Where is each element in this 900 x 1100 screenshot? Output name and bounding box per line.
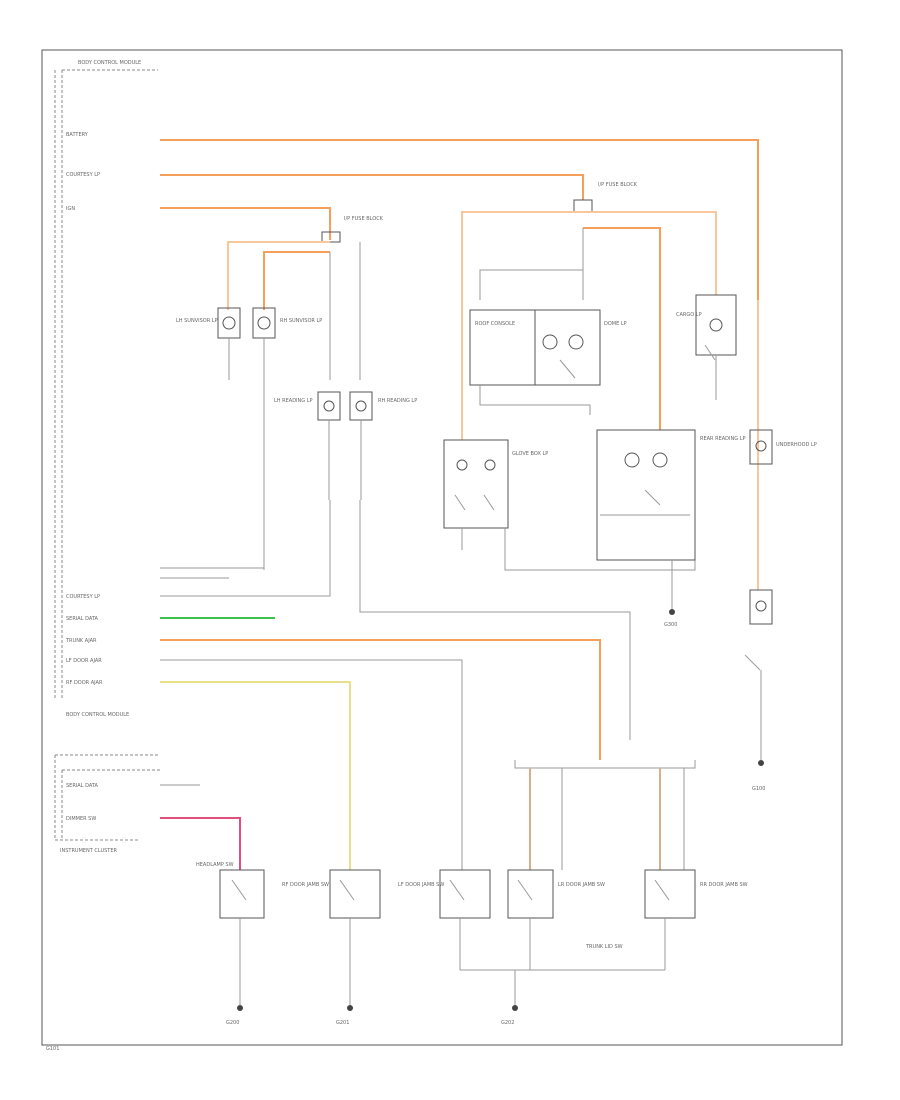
courtesy-distribution-wires (461, 211, 717, 440)
bcm-output-lines: COURTESY LP (66, 500, 631, 740)
dimmer-sw-label: DIMMER SW (66, 816, 96, 822)
ign-feed-wire: IGN (66, 206, 331, 240)
rh-sunvisor-lamp: RH SUNVISOR LP (252, 307, 322, 570)
headlamp-switch: G200 HEADLAMP SW (196, 862, 265, 1026)
rf-door-jamb-label: RF DOOR JAMB SW (282, 882, 329, 888)
bcm-header-label: BODY CONTROL MODULE (78, 60, 141, 66)
lh-reading-label: LH READING LP (274, 398, 313, 404)
serial-data-2-label: SERIAL DATA (66, 783, 99, 789)
cargo-lamp-label: CARGO LP (676, 312, 702, 318)
lh-reading-lamp: LH READING LP (274, 391, 341, 500)
rf-door-ajar-wire: RF DOOR AJAR (66, 680, 351, 870)
underhood-lamp: UNDERHOOD LP G100 (744, 429, 817, 792)
fuse-block-mid-label: I/P FUSE BLOCK (598, 182, 638, 188)
lf-door-jamb-label: LF DOOR JAMB SW (398, 882, 444, 888)
lr-door-jamb-label: LR DOOR JAMB SW (558, 882, 605, 888)
rr-door-jamb-switch: RR DOOR JAMB SW (644, 869, 748, 970)
underhood-label: UNDERHOOD LP (776, 442, 817, 448)
g300-label: G300 (664, 622, 677, 628)
serial-data-2-wire: SERIAL DATA (66, 783, 200, 789)
ign-label: IGN (66, 206, 75, 212)
battery-feed-wire: BATTERY (66, 132, 759, 590)
sunvisor-feed-wires (227, 241, 361, 380)
g200-label: G200 (226, 1020, 239, 1026)
rf-door-ajar-label: RF DOOR AJAR (66, 680, 103, 686)
rh-reading-lamp: RH READING LP (349, 391, 417, 500)
g201-label: G201 (336, 1020, 349, 1026)
g100-label: G100 (752, 786, 765, 792)
cargo-lamp: CARGO LP (676, 294, 737, 400)
glove-box-label: GLOVE BOX LP (512, 451, 548, 457)
glove-box-lamp: GLOVE BOX LP (443, 439, 696, 571)
courtesy-feed-wire: COURTESY LP (66, 172, 584, 200)
dimmer-wire: DIMMER SW (66, 816, 241, 870)
courtesy-lp-label: COURTESY LP (66, 172, 100, 178)
courtesy-lp-feed-label: COURTESY LP (66, 594, 100, 600)
fuse-block-top: I/P FUSE BLOCK (321, 216, 384, 243)
rh-sunvisor-label: RH SUNVISOR LP (280, 318, 322, 324)
rear-reading-label: REAR READING LP (700, 436, 746, 442)
corner-label: G101 (46, 1046, 59, 1052)
bottom-ground-bus: G202 TRUNK LID SW (460, 944, 665, 1026)
trunk-ajar-label: TRUNK AJAR (65, 638, 97, 644)
fuse-block-top-label: I/P FUSE BLOCK (344, 216, 384, 222)
trunk-lid-sw-label: TRUNK LID SW (585, 944, 623, 950)
rf-door-jamb-switch: G201 RF DOOR JAMB SW (282, 869, 381, 1026)
roof-console-label: ROOF CONSOLE (475, 321, 515, 327)
lf-door-jamb-switch: LF DOOR JAMB SW (398, 869, 491, 970)
diagram-border (41, 49, 843, 1046)
rear-reading-lamp: REAR READING LP (596, 429, 746, 610)
dome-lamp-label: DOME LP (604, 321, 627, 327)
g202-label: G202 (501, 1020, 514, 1026)
lf-door-ajar-label: LF DOOR AJAR (66, 658, 102, 664)
serial-data-label: SERIAL DATA (66, 616, 99, 622)
rr-door-jamb-label: RR DOOR JAMB SW (700, 882, 748, 888)
headlamp-sw-label: HEADLAMP SW (196, 862, 234, 868)
lr-door-jamb-switch: LR DOOR JAMB SW (507, 869, 605, 970)
lh-sunvisor-label: LH SUNVISOR LP (176, 318, 218, 324)
ground-g300: G300 (664, 609, 677, 628)
door-jamb-rail (514, 760, 696, 870)
lh-sunvisor-lamp: LH SUNVISOR LP (176, 307, 241, 380)
rh-reading-label: RH READING LP (378, 398, 417, 404)
bcm-note-label: BODY CONTROL MODULE (66, 712, 129, 718)
trunk-ajar-wire: TRUNK AJAR (65, 638, 601, 760)
body-control-module-boundary: BODY CONTROL MODULE (54, 60, 160, 841)
instrument-cluster-label: INSTRUMENT CLUSTER (60, 848, 118, 854)
serial-data-wire: SERIAL DATA (66, 616, 275, 622)
roof-console: ROOF CONSOLE DOME LP (469, 269, 627, 415)
battery-label: BATTERY (66, 132, 89, 138)
lf-door-ajar-wire: LF DOOR AJAR (66, 658, 463, 870)
